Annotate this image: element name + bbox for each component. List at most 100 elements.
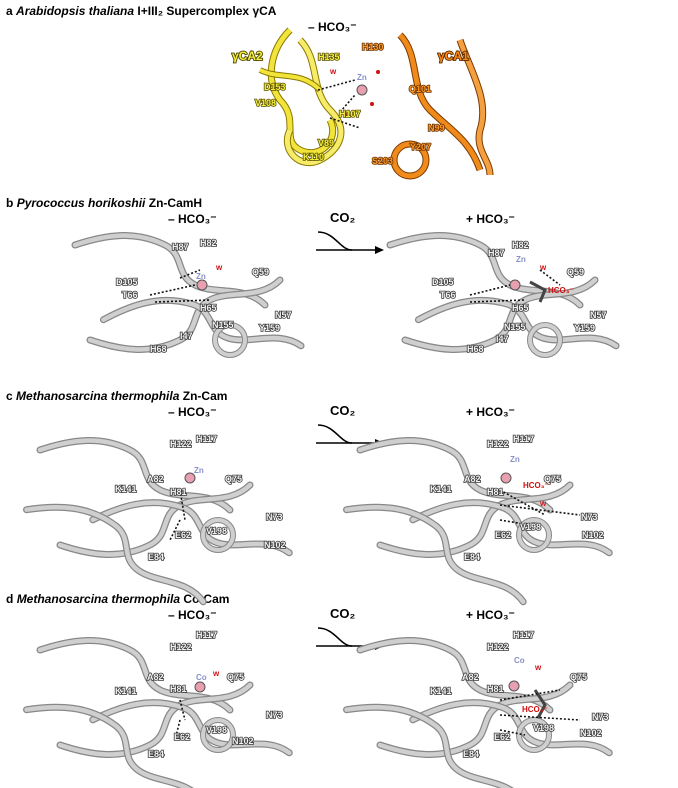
panel-b-left-state: – HCO₃⁻ [168,212,217,226]
panel-b-right-res-H87: H87 [488,248,505,258]
panel-c-left-res-H117: H117 [196,434,217,444]
panel-d-left-res-H81: H81 [170,684,187,694]
panel-a-title: a Arabidopsis thaliana I+III₂ Supercompl… [6,4,276,18]
panel-b-species: Pyrococcus horikoshii [16,196,146,210]
panel-d-left-res-N73: N73 [266,710,283,720]
panel-c-right-res-H117: H117 [513,434,534,444]
panel-c-right-water: w [539,499,547,508]
panel-d-letter: d [6,592,14,606]
panel-d-right-res-H81: H81 [487,684,504,694]
panel-b-left-res-I47: I47 [180,331,193,341]
panel-a-chain-right: γCA1 [438,49,469,63]
panel-b-left-metal: Zn [196,272,206,281]
panel-a-res-K110: K110 [303,152,324,162]
panel-d-right-res-E84: E84 [463,749,479,759]
panel-d-species: Methanosarcina thermophila [16,592,181,606]
panel-d-arrow-label: CO₂ [330,606,356,621]
panel-d-right-res-H122: H122 [487,642,509,652]
panel-c-right-state: + HCO₃⁻ [466,405,515,419]
panel-c-left-res-Q75: Q75 [225,474,242,484]
panel-c-left-res-A82: A82 [147,474,164,484]
panel-c-left-res-H122: H122 [170,439,192,449]
panel-d-left-res-A82: A82 [147,672,164,682]
panel-a-water: w [329,67,337,76]
panel-c-right-res-H81: H81 [487,487,504,497]
panel-b-right-res-D105: D105 [432,277,454,287]
panel-c-rest: Zn-Cam [182,389,228,403]
panel-c-left-res-E62: E62 [175,530,191,540]
panel-c-species: Methanosarcina thermophila [16,389,180,403]
panel-c-right-structure [336,441,609,602]
panel-a-res-H107: H107 [339,109,361,119]
panel-b-left-res-H68: H68 [150,344,167,354]
panel-c-right-res-V198: V198 [520,522,541,532]
panel-c-arrow-label: CO₂ [330,403,356,418]
panel-a-res-D153: D153 [264,82,286,92]
panel-b-right-res-H82: H82 [512,240,529,250]
panel-b-right-res-H65: H65 [512,303,529,313]
panel-b-letter: b [6,196,14,210]
panel-a-res-Y207: Y207 [410,142,431,152]
panel-b-right-res-H68: H68 [467,344,484,354]
panel-d-left-res-H122: H122 [170,642,192,652]
panel-d-right-res-N102: N102 [580,728,602,738]
panel-b-arrow-label: CO₂ [330,210,356,225]
panel-d-right-res-K141: K141 [430,686,452,696]
panel-c-left-res-N73: N73 [266,512,283,522]
panel-d-right-state: + HCO₃⁻ [466,608,515,622]
panel-b-right-metal: Zn [516,255,526,264]
panel-a-rest: I+III₂ Supercomplex γCA [137,4,277,18]
panel-b-left-res-T66: T66 [122,290,138,300]
panel-b-reaction-arrow [316,231,384,254]
panel-c-right-res-E62: E62 [495,530,511,540]
panel-c-right-metal: Zn [510,455,520,464]
panel-a-res-S203: S203 [372,156,393,166]
panel-a-chain-left: γCA2 [232,49,263,63]
panel-b-left-res-H82: H82 [200,238,217,248]
panel-c-left-structure [16,441,289,602]
panel-b-right-state: + HCO₃⁻ [466,212,515,226]
panel-b-left-res-N57: N57 [275,310,292,320]
panel-c-right-res-K141: K141 [430,484,452,494]
panel-d-right-res-Q75: Q75 [570,672,587,682]
panel-b-left-structure [75,236,301,379]
panel-b-left-water: w [215,263,223,272]
panel-d-left-structure [16,641,289,788]
panel-c-right-res-A82: A82 [464,474,481,484]
panel-c-title: c Methanosarcina thermophila Zn-Cam [6,389,227,403]
panel-b-right-ligand: HCO₃⁻ [548,286,574,295]
panel-c-right-res-H122: H122 [487,439,509,449]
panel-b-title: b Pyrococcus horikoshii Zn-CamH [6,196,202,210]
panel-b-right-structure [390,236,616,379]
panel-d-left-res-H117: H117 [196,630,217,640]
panel-a-res-Q101: Q101 [409,84,431,94]
panel-c-right-ligand: HCO₃⁻ [523,481,549,490]
panel-b-right-res-I47: I47 [496,334,509,344]
panel-d-right-res-N73: N73 [592,712,609,722]
panel-d-left-res-E84: E84 [148,749,164,759]
panel-d-right-res-E62: E62 [494,732,510,742]
panel-a-res-H135: H135 [318,52,340,62]
panel-a-state: – HCO₃⁻ [308,20,357,34]
panel-c-left-res-K141: K141 [115,484,137,494]
panel-c-left-res-H81: H81 [170,487,187,497]
panel-b-right-res-N155: N155 [504,322,526,332]
panel-d-left-metal: Co [196,673,207,682]
panel-a-res-V108: V108 [255,98,276,108]
panel-b-right-res-Q59: Q59 [567,267,584,277]
panel-d-left-res-K141: K141 [115,686,137,696]
panel-b-right-res-N57: N57 [590,310,607,320]
panel-d-right-water: w [534,663,542,672]
panel-d-left-state: – HCO₃⁻ [168,608,217,622]
panel-c-left-res-N102: N102 [264,540,286,550]
panel-c-letter: c [6,389,13,403]
panel-c-right-res-Q75: Q75 [544,474,561,484]
panel-b-right-water: w [539,263,547,272]
panel-b-left-res-N155: N155 [212,320,234,330]
panel-d-left-res-Q75: Q75 [227,672,244,682]
panel-d-right-res-V198: V198 [533,723,554,733]
panel-a-metal: Zn [357,73,367,82]
panel-a-res-N99: N99 [428,123,445,133]
panel-d-right-structure [336,641,609,788]
